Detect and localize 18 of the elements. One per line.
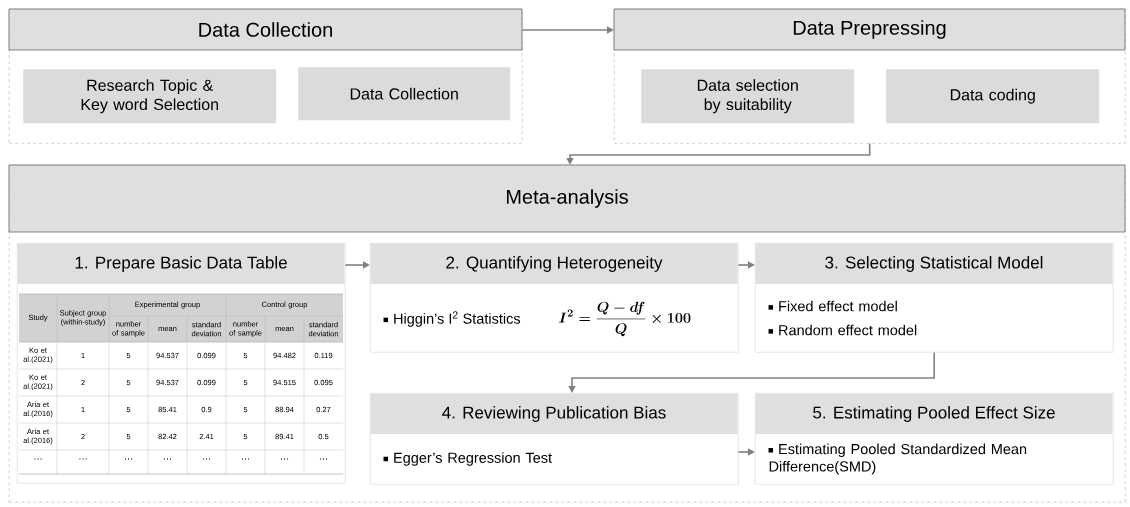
table-cell: ... — [202, 458, 211, 460]
table-cell: ... — [124, 458, 133, 460]
process-box: Data Collection — [298, 67, 511, 121]
arrow — [568, 351, 935, 393]
table-cell: ... — [241, 458, 250, 460]
table-cell: ... — [34, 458, 42, 460]
step-card: 2. Quantifying Heterogeneity Higgin’s I$^{2}$ Statistics $I^{2} = \frac{Q - df}{Q} \times 100$ — [370, 243, 739, 353]
arrow — [344, 261, 370, 269]
step-card: 3. Selecting Statistical Model Fixed effect model Random effect model — [755, 243, 1114, 353]
table-cell: ... — [79, 458, 87, 460]
table-cell: ... — [280, 458, 289, 460]
process-box: Research Topic & Key word Selection — [23, 69, 277, 124]
table-cell: ... — [319, 458, 328, 460]
process-box: Data selection by suitability — [641, 69, 855, 124]
process-box: Data coding — [886, 69, 1100, 124]
step-card: 5. Estimating Pooled Effect Size Estimating Pooled Standardized Mean Difference(SMD) — [755, 393, 1114, 485]
table-cell: ... — [163, 458, 172, 460]
step-card: 4. Reviewing Publication Bias Egger’s Regression Test — [370, 393, 739, 485]
